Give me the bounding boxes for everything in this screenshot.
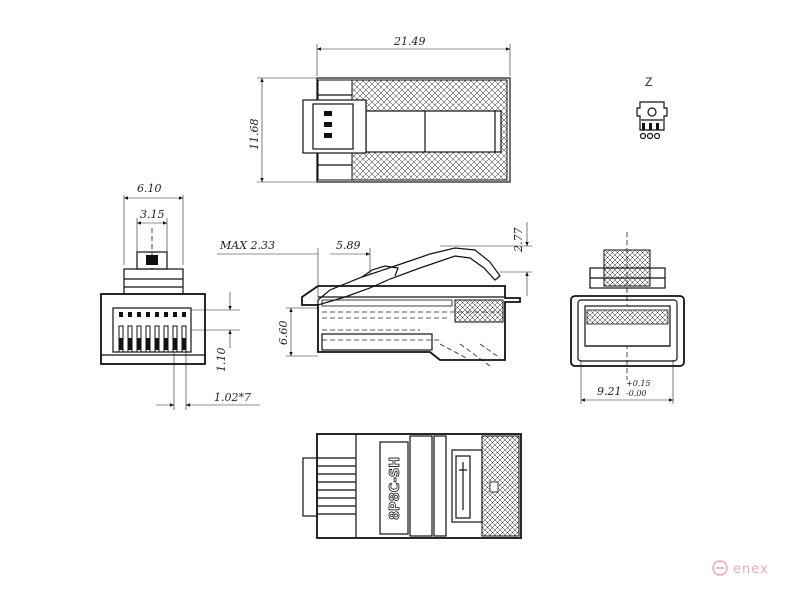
dim-rear-width: 9.21	[597, 385, 622, 398]
dim-pin-pitch: 1.02*7	[214, 391, 251, 404]
dim-side-height: 6.60	[277, 321, 290, 346]
brand-logo: enex	[712, 560, 769, 577]
contact-pins	[118, 312, 187, 353]
detail-z: Z	[636, 75, 668, 140]
dim-rear-tol-plus: +0.15	[626, 379, 651, 388]
dim-front-width: 6.10	[137, 182, 162, 195]
brand-name: enex	[733, 562, 769, 577]
bottom-contacts	[318, 457, 356, 515]
bottom-view: 8P8C-SH	[302, 433, 522, 539]
side-view: MAX 2.33 5.89 2.77 6.60	[217, 222, 532, 367]
dim-front-pin-span: 3.15	[140, 208, 165, 221]
front-view: 6.10 3.15 1.10	[100, 182, 260, 410]
part-marking: 8P8C-SH	[388, 457, 403, 520]
dim-top-length: 21.49	[393, 35, 426, 48]
dim-top-height: 11.68	[248, 119, 261, 151]
detail-label: Z	[645, 75, 652, 89]
dim-side-max: MAX 2.33	[219, 239, 275, 252]
dim-side-tab: 2.77	[512, 228, 525, 254]
dim-rear-tol-minus: -0.00	[626, 389, 647, 398]
top-view: 21.49 11.68	[248, 35, 511, 183]
dim-side-len: 5.89	[336, 239, 361, 252]
dim-front-height: 1.10	[215, 348, 228, 373]
rear-view: 9.21 +0.15 -0.00	[570, 232, 685, 404]
